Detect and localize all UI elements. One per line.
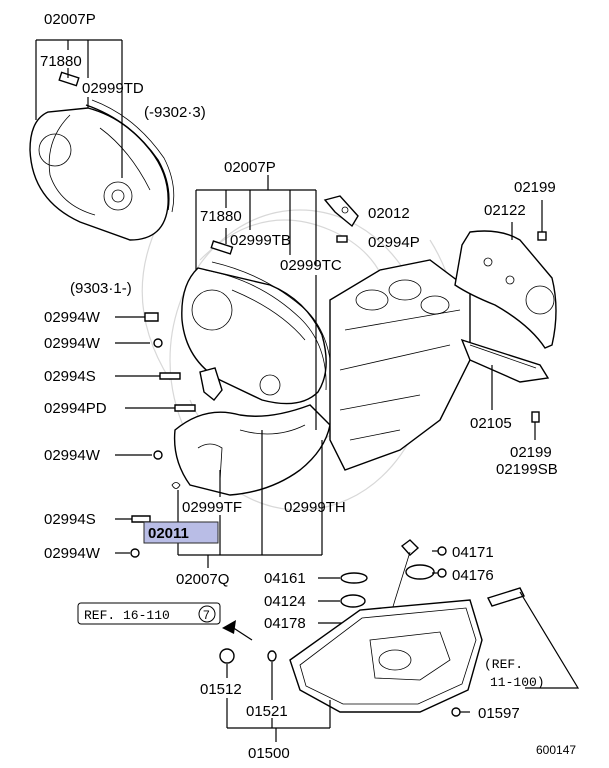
label-02999TH[interactable]: 02999TH <box>284 499 346 516</box>
label-01500[interactable]: 01500 <box>248 745 290 762</box>
label-02012[interactable]: 02012 <box>368 205 410 222</box>
middle-cover-assembly <box>181 240 333 405</box>
top-bracket-lines <box>35 39 123 178</box>
ref-arrow <box>222 620 253 641</box>
label-02007P-top[interactable]: 02007P <box>44 11 96 28</box>
label-02994P[interactable]: 02994P <box>368 234 420 251</box>
ref-16-110-link[interactable]: REF. 16-110 <box>84 608 170 623</box>
ref-circle-number: 7 <box>203 608 210 622</box>
label-02994W-4[interactable]: 02994W <box>44 545 101 562</box>
bottom-bracket-lines <box>219 648 331 742</box>
label-02994PD[interactable]: 02994PD <box>44 400 107 417</box>
label-01521[interactable]: 01521 <box>246 703 288 720</box>
label-04171[interactable]: 04171 <box>452 544 494 561</box>
lower-cover <box>173 367 331 496</box>
diagram-code: 600147 <box>536 743 576 757</box>
label-02994S-2[interactable]: 02994S <box>44 511 96 528</box>
label-02011[interactable]: 02011 <box>148 525 189 542</box>
ref-11-100-line2[interactable]: 11-100) <box>490 675 545 690</box>
labels: 02007P 71880 02999TD (-9302·3) 02007P 71… <box>40 11 576 762</box>
label-01512[interactable]: 01512 <box>200 681 242 698</box>
ref-circle <box>198 605 216 623</box>
lower-bracket-lines <box>177 430 323 568</box>
ref-11-100-line1[interactable]: (REF. <box>484 657 523 672</box>
oil-pan <box>289 599 483 717</box>
label-02994W-1[interactable]: 02994W <box>44 309 101 326</box>
label-04176[interactable]: 04176 <box>452 567 494 584</box>
label-02007Q[interactable]: 02007Q <box>176 571 229 588</box>
label-02994W-2[interactable]: 02994W <box>44 335 101 352</box>
label-02007P-mid[interactable]: 02007P <box>224 159 276 176</box>
label-02999TF[interactable]: 02999TF <box>182 499 242 516</box>
label-01597[interactable]: 01597 <box>478 705 520 722</box>
label-02199-top[interactable]: 02199 <box>514 179 556 196</box>
bolt-02994P <box>336 235 348 243</box>
label-date-range-1: (-9302·3) <box>144 104 206 121</box>
part-02122-plate <box>454 200 557 349</box>
label-02994S-1[interactable]: 02994S <box>44 368 96 385</box>
part-02012 <box>323 195 359 228</box>
label-02999TB[interactable]: 02999TB <box>230 232 291 249</box>
upper-cover-assembly <box>29 71 175 241</box>
label-04178[interactable]: 04178 <box>264 615 306 632</box>
ref-16-110-box <box>77 602 221 625</box>
highlight-box-02011 <box>143 521 219 544</box>
part-02105-cover <box>460 338 550 440</box>
middle-bracket-lines <box>195 175 317 430</box>
label-date-range-2: (9303·1-) <box>70 280 132 297</box>
engine-block <box>329 259 471 471</box>
label-02199SB[interactable]: 02199SB <box>496 461 558 478</box>
label-02122[interactable]: 02122 <box>484 202 526 219</box>
label-02999TC[interactable]: 02999TC <box>280 257 342 274</box>
oil-strainer <box>487 587 580 689</box>
label-04124[interactable]: 04124 <box>264 593 306 610</box>
label-02999TD[interactable]: 02999TD <box>82 80 144 97</box>
label-04161[interactable]: 04161 <box>264 570 306 587</box>
label-02994W-3[interactable]: 02994W <box>44 447 101 464</box>
label-02105[interactable]: 02105 <box>470 415 512 432</box>
label-71880-top[interactable]: 71880 <box>40 53 82 70</box>
left-fasteners <box>115 312 196 558</box>
label-02199-bot[interactable]: 02199 <box>510 444 552 461</box>
label-71880-mid[interactable]: 71880 <box>200 208 242 225</box>
